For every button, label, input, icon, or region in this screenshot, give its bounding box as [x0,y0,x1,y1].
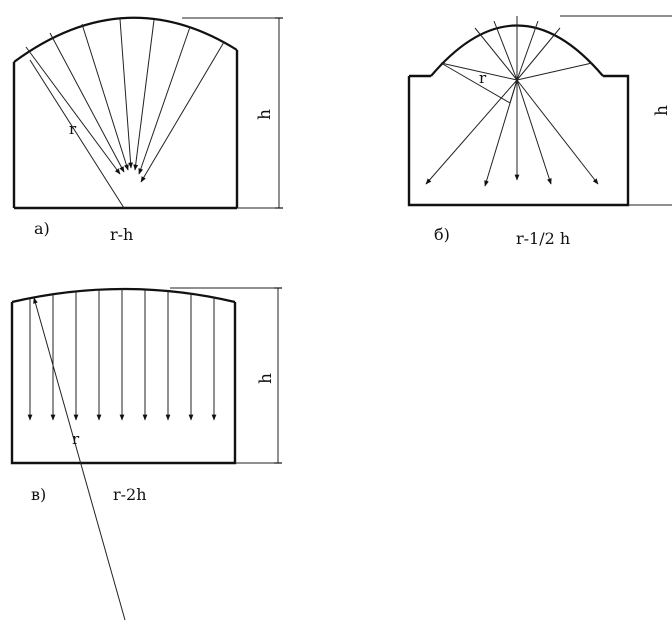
radius-line-c [33,297,126,621]
panel-a: r h а) r-h [12,16,283,244]
panel-letter-c: в) [31,485,46,504]
radius-label-b: r [479,69,487,87]
vertical-rays-c [27,289,217,421]
panel-letter-a: а) [34,219,50,238]
height-dimension-b [560,15,672,206]
hall-outline-a [12,16,239,210]
panel-caption-a: r-h [110,225,133,244]
height-label-c: h [256,373,276,384]
panel-letter-b: б) [434,225,450,244]
hall-outline-b [407,24,630,207]
panel-caption-b: r-1/2 h [516,229,570,248]
radius-label-a: r [69,120,77,138]
panel-caption-c: r-2h [113,485,147,504]
height-label-a: h [255,109,275,120]
height-label-b: h [652,105,672,116]
panel-c: r h в) r-2h [10,287,282,621]
height-dimension-c [170,287,282,464]
panel-b: r h б) r-1/2 h [407,15,672,248]
height-dimension-a [182,17,283,209]
radius-label-c: r [72,430,80,448]
hall-outline-c [10,287,237,465]
radius-lines-b [425,16,599,187]
radius-lines-a [25,18,225,209]
